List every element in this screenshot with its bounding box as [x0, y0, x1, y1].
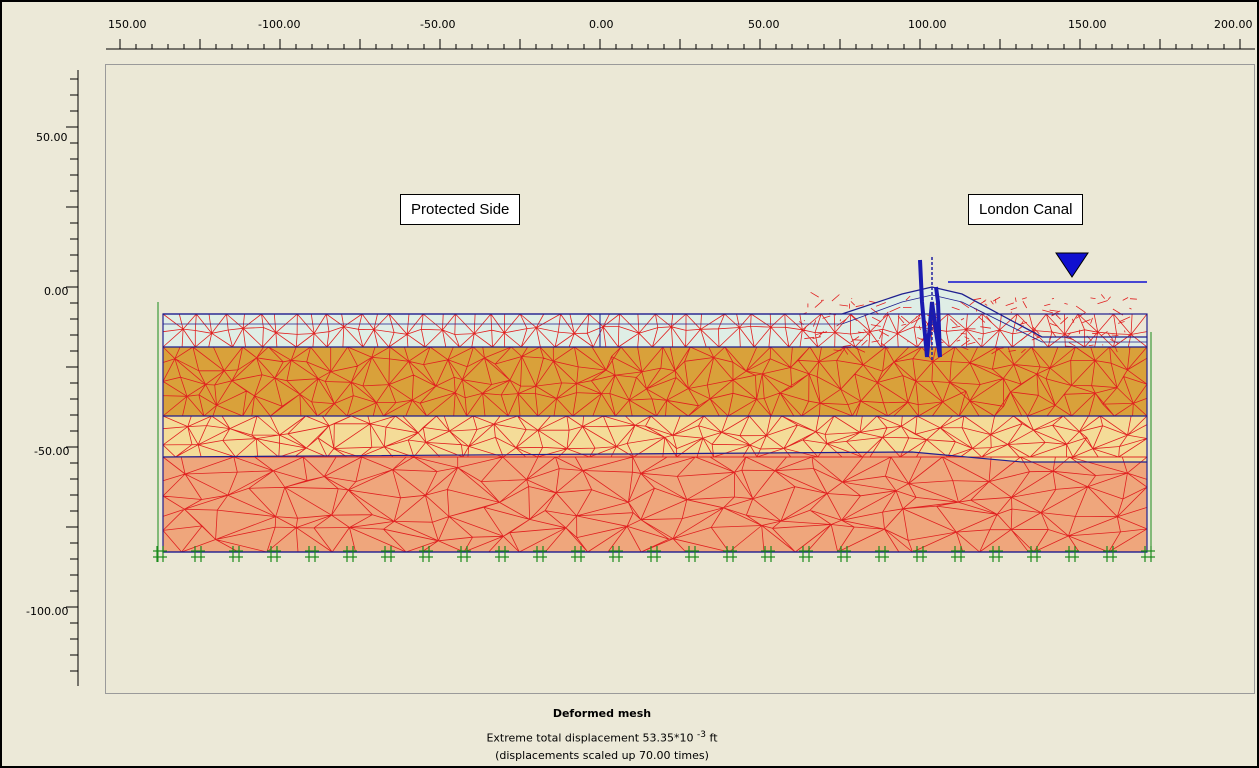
ruler-ticks [66, 39, 1255, 686]
caption-exponent: -3 [697, 730, 707, 740]
x-tick-label: 150.00 [108, 18, 147, 31]
water-table [948, 252, 1147, 283]
sheet-pile [918, 259, 942, 358]
y-tick-label: -100.00 [26, 605, 69, 618]
inverted-triangle-icon [1055, 252, 1089, 278]
fixity-supports [153, 302, 1155, 562]
sheet-pile-wall [918, 257, 942, 362]
x-tick-label: 150.00 [1068, 18, 1107, 31]
caption-displacement-text: Extreme total displacement 53.35*10 [486, 731, 698, 745]
y-tick-label: 50.00 [36, 131, 68, 144]
bottom-clay-layer [163, 452, 1147, 552]
x-tick-label: -50.00 [420, 18, 456, 31]
orange-clay-layer [163, 347, 1147, 416]
x-tick-label: -100.00 [258, 18, 301, 31]
protected-side-label: Protected Side [400, 194, 521, 225]
london-canal-label: London Canal [968, 194, 1084, 225]
caption-displacement: Extreme total displacement 53.35*10 -3 f… [402, 730, 802, 745]
x-tick-label: 100.00 [908, 18, 947, 31]
caption-scale: (displacements scaled up 70.00 times) [495, 749, 709, 762]
x-tick-label: 0.00 [589, 18, 614, 31]
y-tick-label: 0.00 [44, 285, 69, 298]
y-tick-label: -50.00 [34, 445, 70, 458]
x-tick-label: 50.00 [748, 18, 780, 31]
boundary-455 [162, 451, 1147, 463]
caption-title: Deformed mesh [552, 707, 652, 720]
caption-unit: ft [706, 731, 718, 745]
x-tick-label: 200.00 [1214, 18, 1253, 31]
